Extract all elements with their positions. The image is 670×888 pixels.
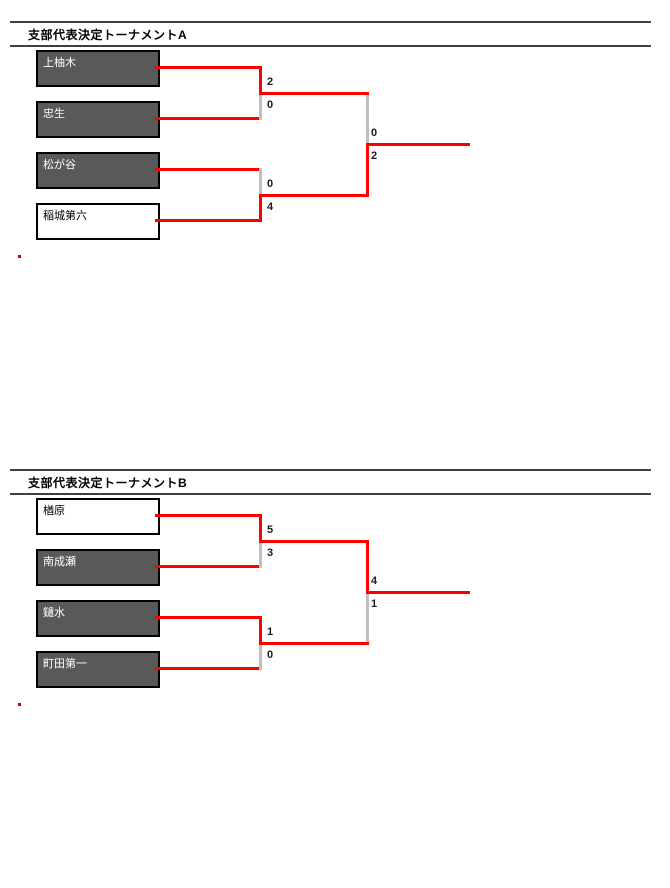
score-top: 1 bbox=[267, 626, 274, 638]
team-connector-line bbox=[155, 667, 262, 670]
winner-advance-line bbox=[259, 92, 369, 95]
connector-upper-segment bbox=[259, 616, 262, 642]
connector-lower-segment bbox=[259, 543, 262, 568]
stray-mark bbox=[18, 703, 21, 706]
connector-upper-segment bbox=[366, 95, 369, 143]
team-box: 鑓水 bbox=[36, 600, 160, 637]
connector-lower-segment bbox=[259, 95, 262, 120]
bracket-a: 支部代表決定トーナメントA 上柚木 忠生 松が谷 稲城第六 2 0 bbox=[0, 0, 670, 440]
team-connector-line bbox=[155, 514, 262, 517]
connector-upper-segment bbox=[259, 514, 262, 540]
team-name: 松が谷 bbox=[43, 159, 76, 171]
score-top: 5 bbox=[267, 524, 274, 536]
bracket-title: 支部代表決定トーナメントB bbox=[28, 476, 188, 490]
stray-mark bbox=[18, 255, 21, 258]
title-rule-top bbox=[10, 469, 651, 471]
team-connector-line bbox=[155, 168, 262, 171]
title-rule-bottom bbox=[10, 493, 651, 495]
team-box: 町田第一 bbox=[36, 651, 160, 688]
team-name: 上柚木 bbox=[43, 57, 76, 69]
team-box: 上柚木 bbox=[36, 50, 160, 87]
connector-upper-segment bbox=[366, 543, 369, 591]
team-connector-line bbox=[155, 66, 262, 69]
score-top: 2 bbox=[267, 76, 274, 88]
team-name: 鑓水 bbox=[43, 607, 65, 619]
tournament-sheet: 支部代表決定トーナメントA 上柚木 忠生 松が谷 稲城第六 2 0 bbox=[0, 0, 670, 706]
connector-lower-segment bbox=[366, 146, 369, 194]
team-name: 楢原 bbox=[43, 505, 65, 517]
score-bottom: 0 bbox=[267, 649, 274, 661]
connector-upper-segment bbox=[259, 66, 262, 92]
champion-line bbox=[366, 143, 470, 146]
score-top: 4 bbox=[371, 575, 378, 587]
connector-lower-segment bbox=[259, 645, 262, 670]
team-name: 町田第一 bbox=[43, 658, 87, 670]
team-connector-line bbox=[155, 117, 262, 120]
bracket-b: 支部代表決定トーナメントB 楢原 南成瀬 鑓水 町田第一 5 3 bbox=[0, 448, 670, 888]
score-bottom: 2 bbox=[371, 150, 378, 162]
score-bottom: 1 bbox=[371, 598, 378, 610]
team-box: 楢原 bbox=[36, 498, 160, 535]
team-name: 忠生 bbox=[43, 108, 65, 120]
winner-advance-line bbox=[259, 194, 369, 197]
bracket-title: 支部代表決定トーナメントA bbox=[28, 28, 188, 42]
title-rule-top bbox=[10, 21, 651, 23]
team-connector-line bbox=[155, 565, 262, 568]
score-top: 0 bbox=[267, 178, 274, 190]
connector-upper-segment bbox=[259, 168, 262, 194]
winner-advance-line bbox=[259, 540, 369, 543]
winner-advance-line bbox=[259, 642, 369, 645]
team-connector-line bbox=[155, 616, 262, 619]
team-connector-line bbox=[155, 219, 262, 222]
connector-lower-segment bbox=[259, 197, 262, 222]
team-name: 南成瀬 bbox=[43, 556, 76, 568]
score-bottom: 0 bbox=[267, 99, 274, 111]
team-box: 忠生 bbox=[36, 101, 160, 138]
team-name: 稲城第六 bbox=[43, 210, 87, 222]
team-box: 松が谷 bbox=[36, 152, 160, 189]
title-rule-bottom bbox=[10, 45, 651, 47]
champion-line bbox=[366, 591, 470, 594]
team-box: 稲城第六 bbox=[36, 203, 160, 240]
score-bottom: 3 bbox=[267, 547, 274, 559]
score-bottom: 4 bbox=[267, 201, 274, 213]
connector-lower-segment bbox=[366, 594, 369, 642]
score-top: 0 bbox=[371, 127, 378, 139]
team-box: 南成瀬 bbox=[36, 549, 160, 586]
